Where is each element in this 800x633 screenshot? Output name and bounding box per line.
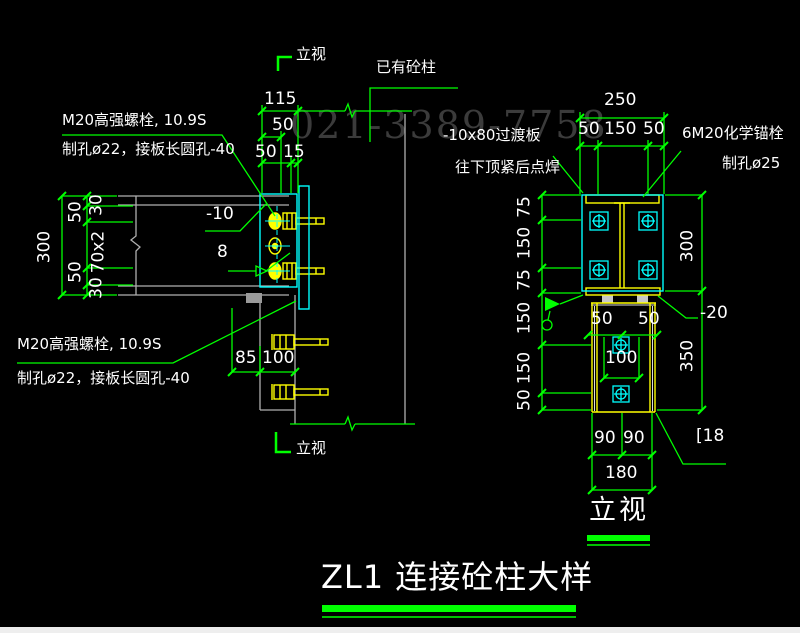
channel-highlight-lines xyxy=(591,304,656,411)
dim-chain-50b: 50 xyxy=(643,119,665,139)
dim-115: 115 xyxy=(264,89,297,109)
watermark-text: 021-3389-7758 xyxy=(290,103,608,147)
dim-chain-150: 150 xyxy=(604,119,637,139)
dim-85: 85 xyxy=(235,348,257,368)
left-view-label-top: 立视 xyxy=(296,45,327,63)
label-anchor-hole: 制孔ø25 xyxy=(722,154,781,172)
section-cut-marks xyxy=(274,55,292,454)
dim-chain-50a: 50 xyxy=(578,119,600,139)
dim-50-top: 50 xyxy=(65,201,86,223)
dim-30-top: 30 xyxy=(86,194,107,216)
dim-left-50: 50 xyxy=(514,389,535,411)
dim-300-left: 300 xyxy=(34,230,55,264)
dim-left-150c: 150 xyxy=(514,351,535,385)
dim-30-bot: 30 xyxy=(86,277,107,299)
label-shim-minus20: -20 xyxy=(700,303,728,323)
label-transition-note: 往下顶紧后点焊 xyxy=(455,158,561,176)
shim-plates xyxy=(246,293,648,303)
left-view-label-bottom: 立视 xyxy=(296,439,327,457)
dim-left-75b: 75 xyxy=(514,269,535,291)
dim-100-left: 100 xyxy=(262,348,295,368)
dim-bolt-100: 100 xyxy=(605,348,638,368)
dim-250: 250 xyxy=(604,90,637,110)
drawing-title: ZL1 连接砼柱大样 xyxy=(321,558,594,596)
dim-90-left: 90 xyxy=(594,428,616,448)
dimension-ticks xyxy=(57,106,707,495)
dim-bolt-50-left: 50 xyxy=(591,309,613,329)
note-lower-line2: 制孔ø22，接板长圆孔-40 xyxy=(17,369,190,387)
bottom-window-edge xyxy=(0,627,800,633)
dim-left-150a: 150 xyxy=(514,226,535,260)
note-lower-line1: M20高强螺栓, 10.9S xyxy=(17,335,162,353)
note-upper-line1: M20高强螺栓, 10.9S xyxy=(62,111,207,129)
title-underlines xyxy=(322,535,650,618)
note-upper-line2: 制孔ø22，接板长圆孔-40 xyxy=(62,140,235,158)
dim-70x2: 70x2 xyxy=(88,230,109,274)
dim-180: 180 xyxy=(605,463,638,483)
weld-flag xyxy=(545,297,560,311)
dim-15: 15 xyxy=(283,142,305,162)
dim-300-right: 300 xyxy=(677,229,698,263)
label-transition-plate: -10x80过渡板 xyxy=(443,126,541,144)
label-existing-column: 已有砼柱 xyxy=(376,58,437,76)
label-channel-18: [18 xyxy=(696,426,725,446)
dimension-lines xyxy=(17,87,726,491)
label-anchor-bolt: 6M20化学锚栓 xyxy=(682,124,784,142)
steel-beam-and-column xyxy=(118,114,406,424)
right-view-title: 立视 xyxy=(589,495,649,526)
label-plate-minus10: -10 xyxy=(206,204,234,224)
dim-50-bot: 50 xyxy=(65,261,86,283)
dim-350: 350 xyxy=(677,339,698,373)
dim-left-150b: 150 xyxy=(514,301,535,335)
connection-plates xyxy=(259,185,664,310)
dim-50-lower: 50 xyxy=(255,142,277,162)
label-weld-8: 8 xyxy=(217,242,228,262)
dim-left-75a: 75 xyxy=(514,196,535,218)
dim-50-upper: 50 xyxy=(272,115,294,135)
dim-90-right: 90 xyxy=(623,428,645,448)
dim-bolt-50-right: 50 xyxy=(638,309,660,329)
